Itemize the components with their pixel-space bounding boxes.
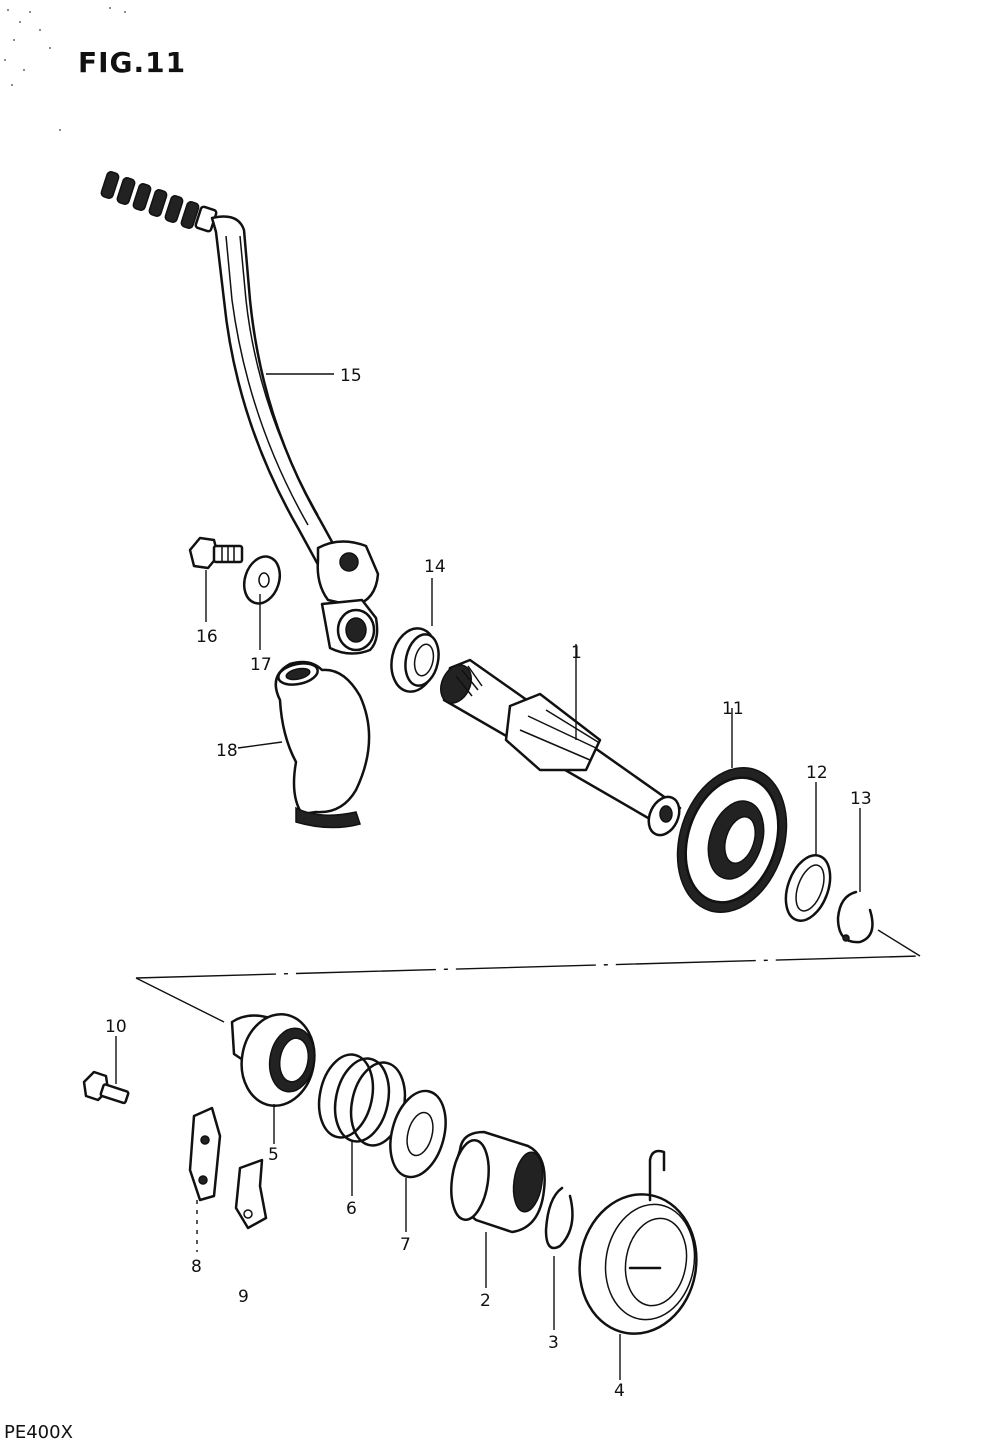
callout-10: 10 <box>105 1017 127 1037</box>
pawl-part-9 <box>234 1158 268 1230</box>
boot-part-18 <box>274 660 371 829</box>
callout-13: 13 <box>850 789 872 809</box>
callout-16: 16 <box>196 627 218 647</box>
collar-part-2 <box>450 1130 546 1234</box>
plate-part-8 <box>188 1106 222 1202</box>
guide-part-5 <box>230 1013 316 1107</box>
leader-lines <box>115 373 861 1380</box>
callout-9: 9 <box>238 1287 249 1307</box>
return-spring-part-4 <box>578 1149 698 1335</box>
lever-boss <box>316 540 380 655</box>
callout-17: 17 <box>250 655 272 675</box>
washer-part-12 <box>784 854 832 922</box>
callout-15: 15 <box>340 366 362 386</box>
model-code: PE400X <box>4 1422 73 1443</box>
lever-rubber-grip <box>100 171 218 233</box>
callout-7: 7 <box>400 1235 411 1255</box>
kick-lever-part-15 <box>100 171 380 655</box>
figure-title: FIG.11 <box>78 46 187 79</box>
callout-2: 2 <box>480 1291 491 1311</box>
callout-8: 8 <box>191 1257 202 1277</box>
assembly-line <box>135 929 921 1023</box>
callout-labels: 15 16 17 18 14 1 11 12 13 10 5 6 7 8 9 2… <box>105 366 872 1401</box>
kick-shaft-part-1 <box>440 658 682 837</box>
bolt-part-16 <box>188 536 244 570</box>
callout-4: 4 <box>614 1381 625 1401</box>
callout-12: 12 <box>806 763 828 783</box>
callout-11: 11 <box>722 699 744 719</box>
spring-part-6 <box>317 1053 407 1147</box>
scan-noise <box>4 7 126 131</box>
callout-3: 3 <box>548 1333 559 1353</box>
gear-part-11 <box>676 767 788 913</box>
circlip-part-3 <box>544 1186 574 1250</box>
callout-1: 1 <box>571 643 582 663</box>
callout-5: 5 <box>268 1145 279 1165</box>
bolt-part-10 <box>82 1070 130 1105</box>
washer-part-17 <box>242 555 282 605</box>
circlip-part-13 <box>836 890 874 944</box>
washer-part-7 <box>389 1089 447 1179</box>
oil-seal-part-14 <box>390 627 440 693</box>
callout-14: 14 <box>424 557 446 577</box>
callout-18: 18 <box>216 741 238 761</box>
callout-6: 6 <box>346 1199 357 1219</box>
